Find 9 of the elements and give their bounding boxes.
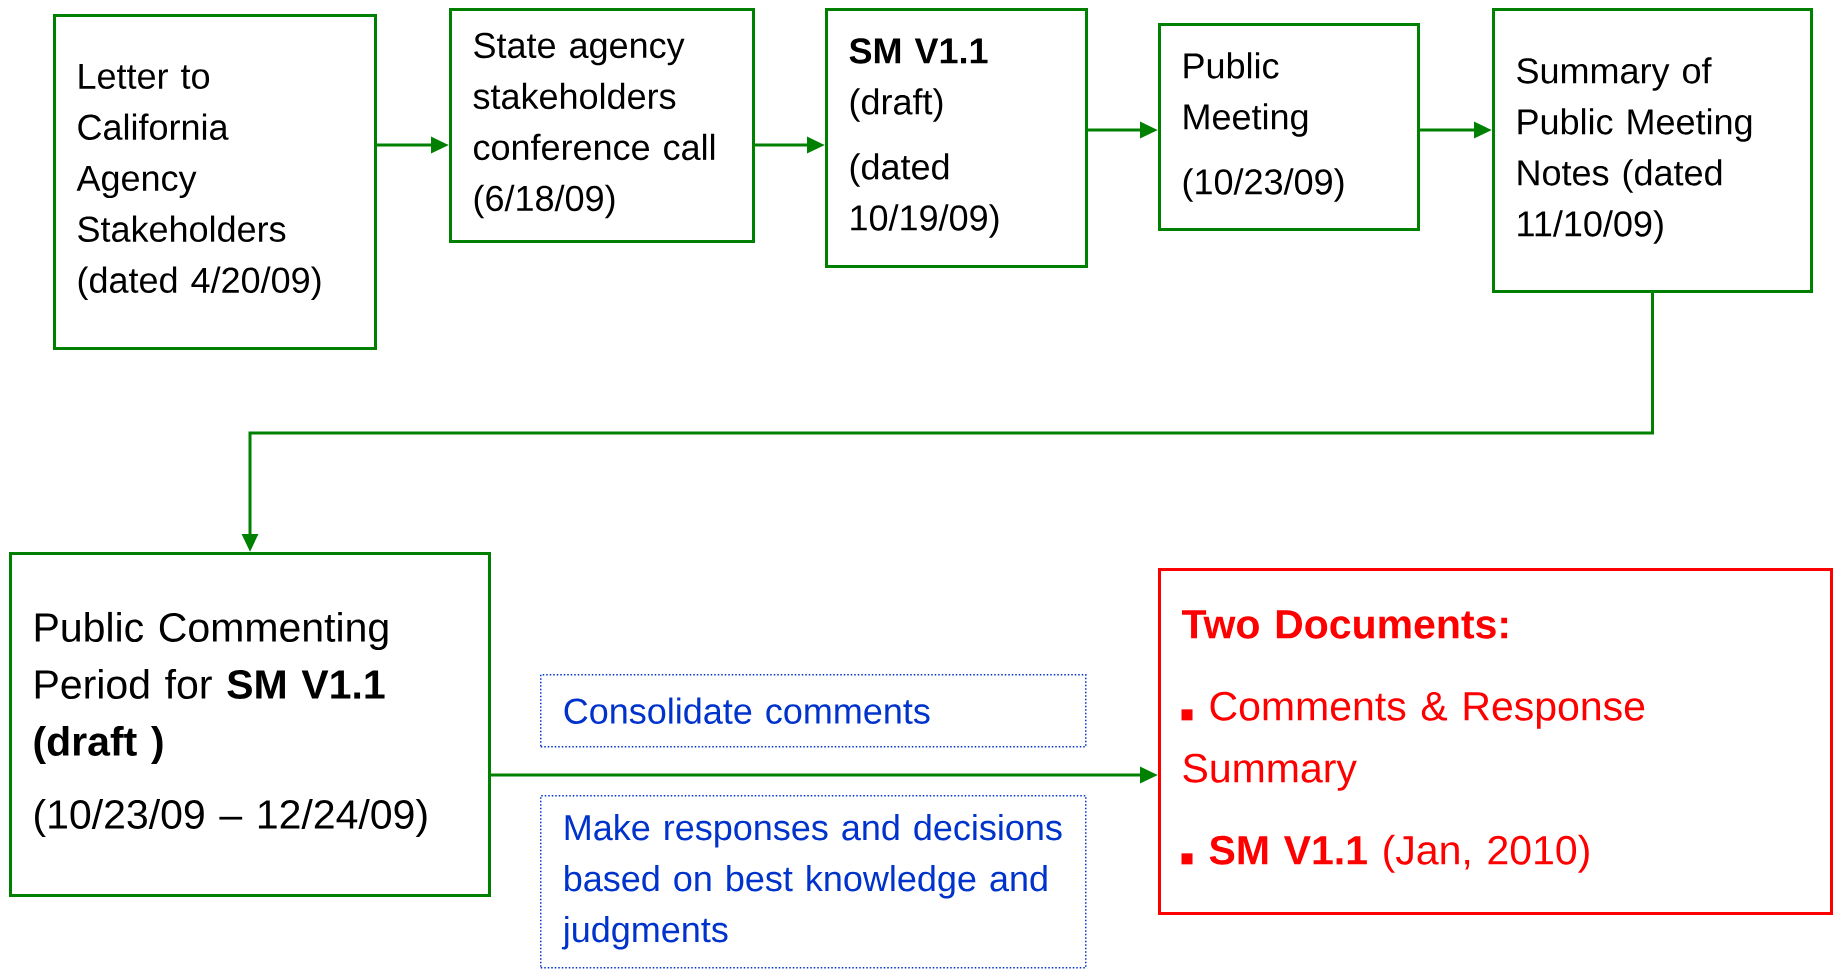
note-box: Make responses and decisions based on best knowledge and judgments — [540, 795, 1087, 969]
result-box: Two Documents: Comments & Response Summary SM V1.1 (Jan, 2010) — [1158, 568, 1833, 915]
process-box: Public Meeting (10/23/09) — [1158, 23, 1420, 231]
process-box: Public Commenting Period for SM V1.1 (draft ) (10/23/09 – 12/24/09) — [9, 552, 491, 897]
process-box: State agency stakeholders conference call (6/18/09) — [449, 8, 755, 243]
process-box: Summary of Public Meeting Notes (dated 11/10/09) — [1492, 8, 1813, 293]
note-box: Consolidate comments — [540, 674, 1087, 748]
process-box: Letter to California Agency Stakeholders (dated 4/20/09) — [53, 14, 377, 350]
process-box: SM V1.1 (draft) (dated 10/19/09) — [825, 8, 1088, 268]
